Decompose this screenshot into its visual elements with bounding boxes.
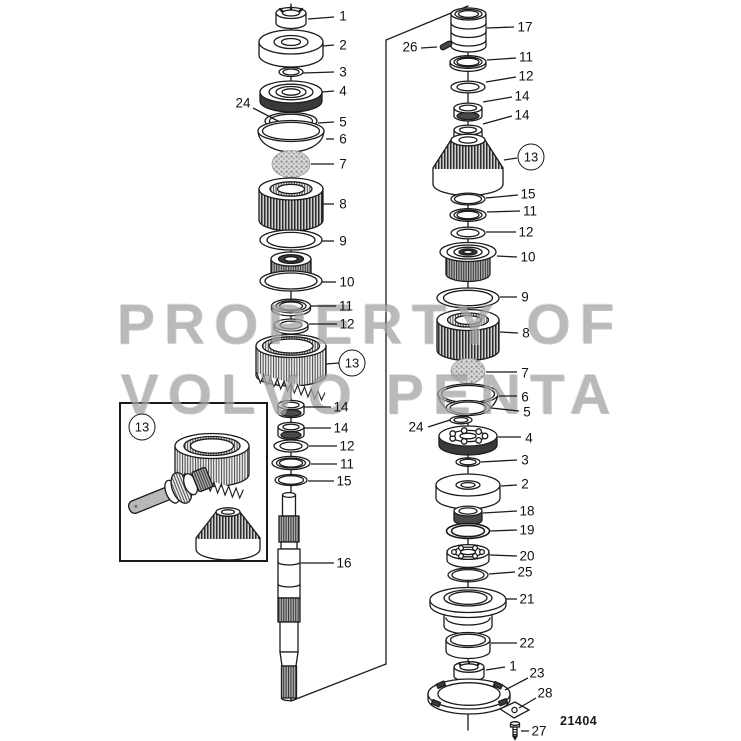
part-ring-15 [274,473,308,487]
part-screw-27 [509,721,521,741]
leader-line [496,255,518,258]
part-bearing-17 [450,7,487,53]
leader-line [504,677,529,691]
part-gear-r10 [439,241,497,283]
leader-line [485,194,519,199]
part-cup-r18 [453,505,483,526]
part-clutch-8 [258,177,324,232]
leader-line [500,484,518,487]
part-ring-r9 [436,287,500,309]
part-disc-4 [259,80,323,113]
leader-line [322,44,335,47]
leader-line [486,210,521,213]
part-cup-r22 [445,631,491,660]
leader-line [488,571,516,575]
part-cup-r14a [453,102,483,122]
part-disc-2 [258,29,324,68]
leader-line [503,157,518,161]
part-bevel-gear-13 [432,133,504,197]
leader-line [252,107,279,122]
part-clutch-r8 [436,308,500,362]
part-ring-12b [273,439,309,453]
part-ring-11 [270,298,312,317]
part-ring-11b [271,455,311,471]
leader-line [480,459,518,463]
leader-line [482,96,513,103]
figure-number: 21404 [560,714,598,728]
part-cup-14a [277,399,305,419]
part-ring-r11 [449,55,487,72]
part-pin-26 [439,40,453,51]
part-bearing-r20 [446,543,490,569]
part-ring-r24 [449,415,473,425]
part-ring-r11b [449,208,487,222]
part-gear-10 [259,251,323,292]
part-ring-r23 [427,678,511,715]
part-drum-13 [255,333,327,402]
part-ring-3 [278,66,304,78]
leader-line [302,71,335,74]
leader-line [489,529,518,532]
leader-line [482,115,513,125]
part-ring-r15 [450,192,486,206]
leader-line [486,26,515,29]
part-ring-12 [273,318,309,335]
leader-line [499,331,519,334]
leader-line [518,697,537,709]
part-ring-r5 [445,399,491,417]
leader-line [420,46,438,49]
part-ring-r12b [450,226,486,240]
leader-line [325,362,340,365]
leader-line [427,419,451,428]
part-ring-r12 [450,80,486,94]
part-oring-r19 [445,522,491,540]
leader-line [317,121,335,124]
inset-bevel-gear [195,507,261,561]
leader-line [307,16,335,20]
inset-pinion-shaft [127,466,214,514]
part-nut-top [275,6,307,30]
part-bearing-r4 [438,425,498,456]
part-ring-9 [259,229,323,251]
part-ring-r3 [455,457,481,467]
part-ring-r25 [447,567,489,583]
part-nut-r1 [453,660,485,682]
leader-line [489,554,518,557]
leader-line [321,90,335,93]
left-stack [255,6,327,702]
part-cup-6 [257,119,325,153]
leader-line [485,76,517,83]
part-shaft-16 [277,491,301,702]
leader-line [486,57,517,61]
right-stack [427,7,531,741]
part-disc-r2 [435,473,501,510]
leader-line [490,407,520,412]
leader-line [485,666,506,671]
leader-line [482,510,518,514]
